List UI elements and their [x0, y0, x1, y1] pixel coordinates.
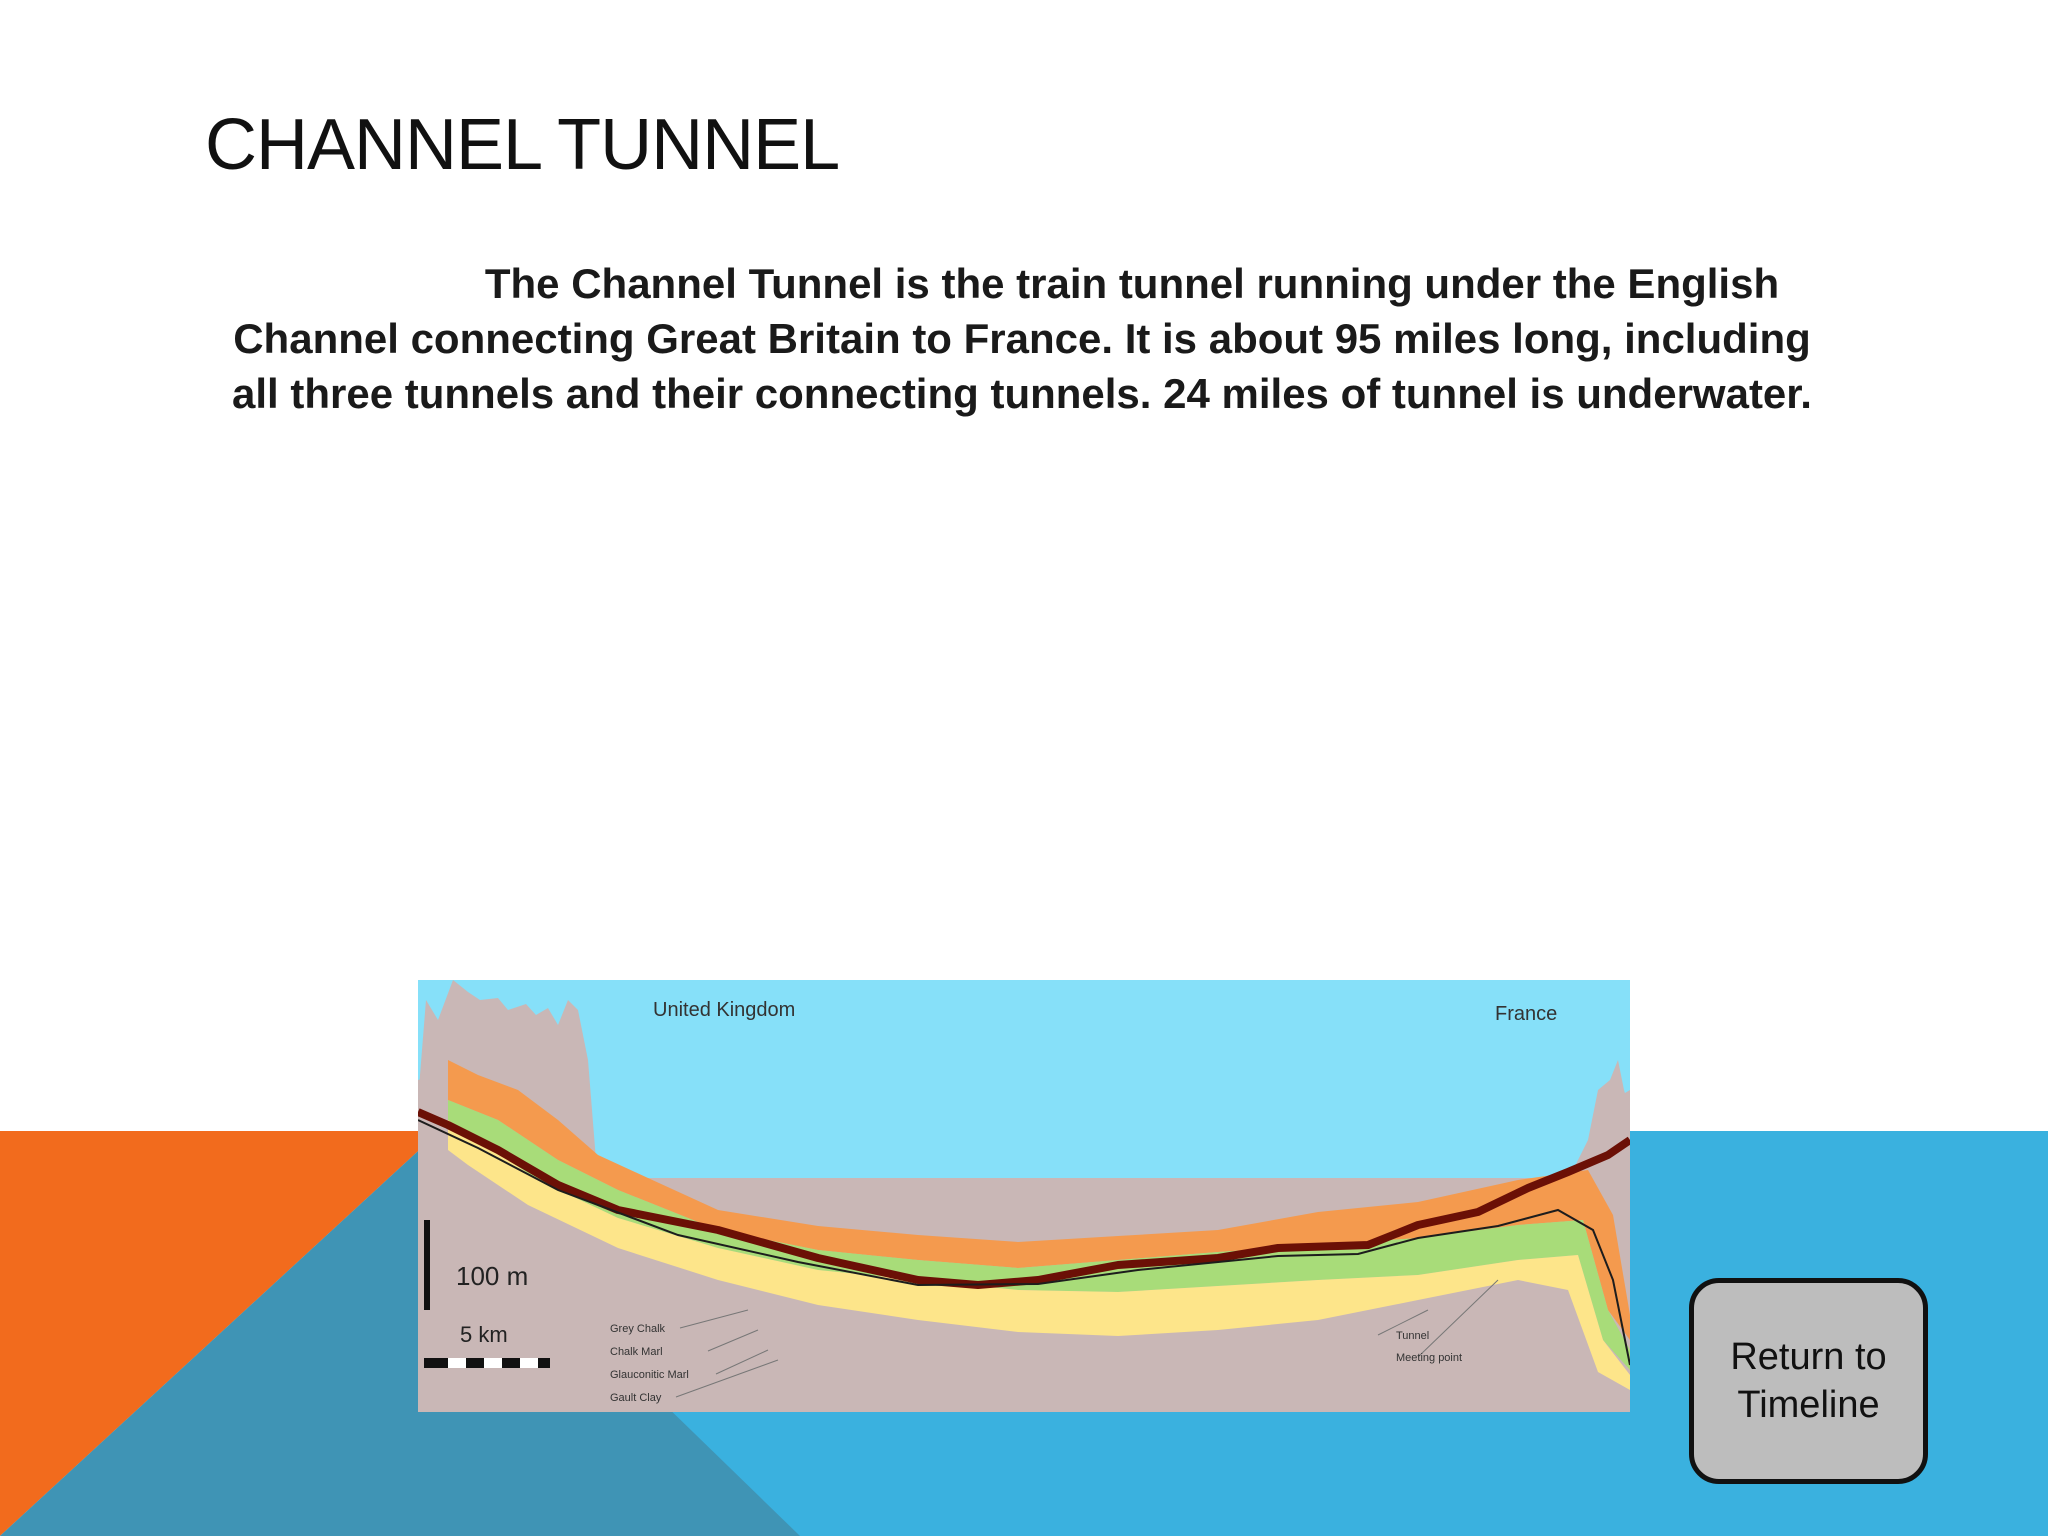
body-text-content: The Channel Tunnel is the train tunnel r… [232, 260, 1812, 417]
slide-body-text: The Channel Tunnel is the train tunnel r… [212, 256, 1832, 421]
scale-bar-gap-3 [520, 1358, 538, 1368]
slide-title: CHANNEL TUNNEL [205, 105, 840, 185]
legend-grey-chalk: Grey Chalk [610, 1323, 666, 1335]
chalk-marl-layer [448, 1100, 1630, 1370]
return-to-timeline-button[interactable]: Return to Timeline [1689, 1278, 1928, 1484]
legend-chalk-marl: Chalk Marl [610, 1346, 663, 1358]
scale-bar-gap-1 [448, 1358, 466, 1368]
glauconitic-marl-layer [448, 1120, 1630, 1390]
grey-chalk-layer [448, 1060, 1630, 1340]
scale-horizontal-label: 5 km [460, 1322, 508, 1347]
teal-panel [0, 1131, 800, 1536]
meeting-point-line [418, 1119, 1630, 1366]
legend-glauconitic-marl: Glauconitic Marl [610, 1369, 689, 1381]
legend-gault-clay: Gault Clay [610, 1392, 662, 1404]
legend-tunnel: Tunnel [1396, 1330, 1429, 1342]
vertical-scale-bar [424, 1220, 430, 1310]
label-france: France [1495, 1003, 1557, 1025]
tunnel-path [418, 1108, 1630, 1289]
legend-meeting-point: Meeting point [1396, 1352, 1462, 1364]
legend-pointer-lines [675, 1279, 1499, 1398]
scale-vertical-label: 100 m [456, 1261, 528, 1291]
scale-bar-gap-2 [484, 1358, 502, 1368]
return-button-label: Return to Timeline [1730, 1336, 1887, 1426]
tunnel-cross-section-diagram: United Kingdom France 100 m 5 km Grey Ch… [418, 980, 1630, 1412]
label-united-kingdom: United Kingdom [653, 999, 795, 1021]
base-rock-layer [418, 1070, 1630, 1412]
